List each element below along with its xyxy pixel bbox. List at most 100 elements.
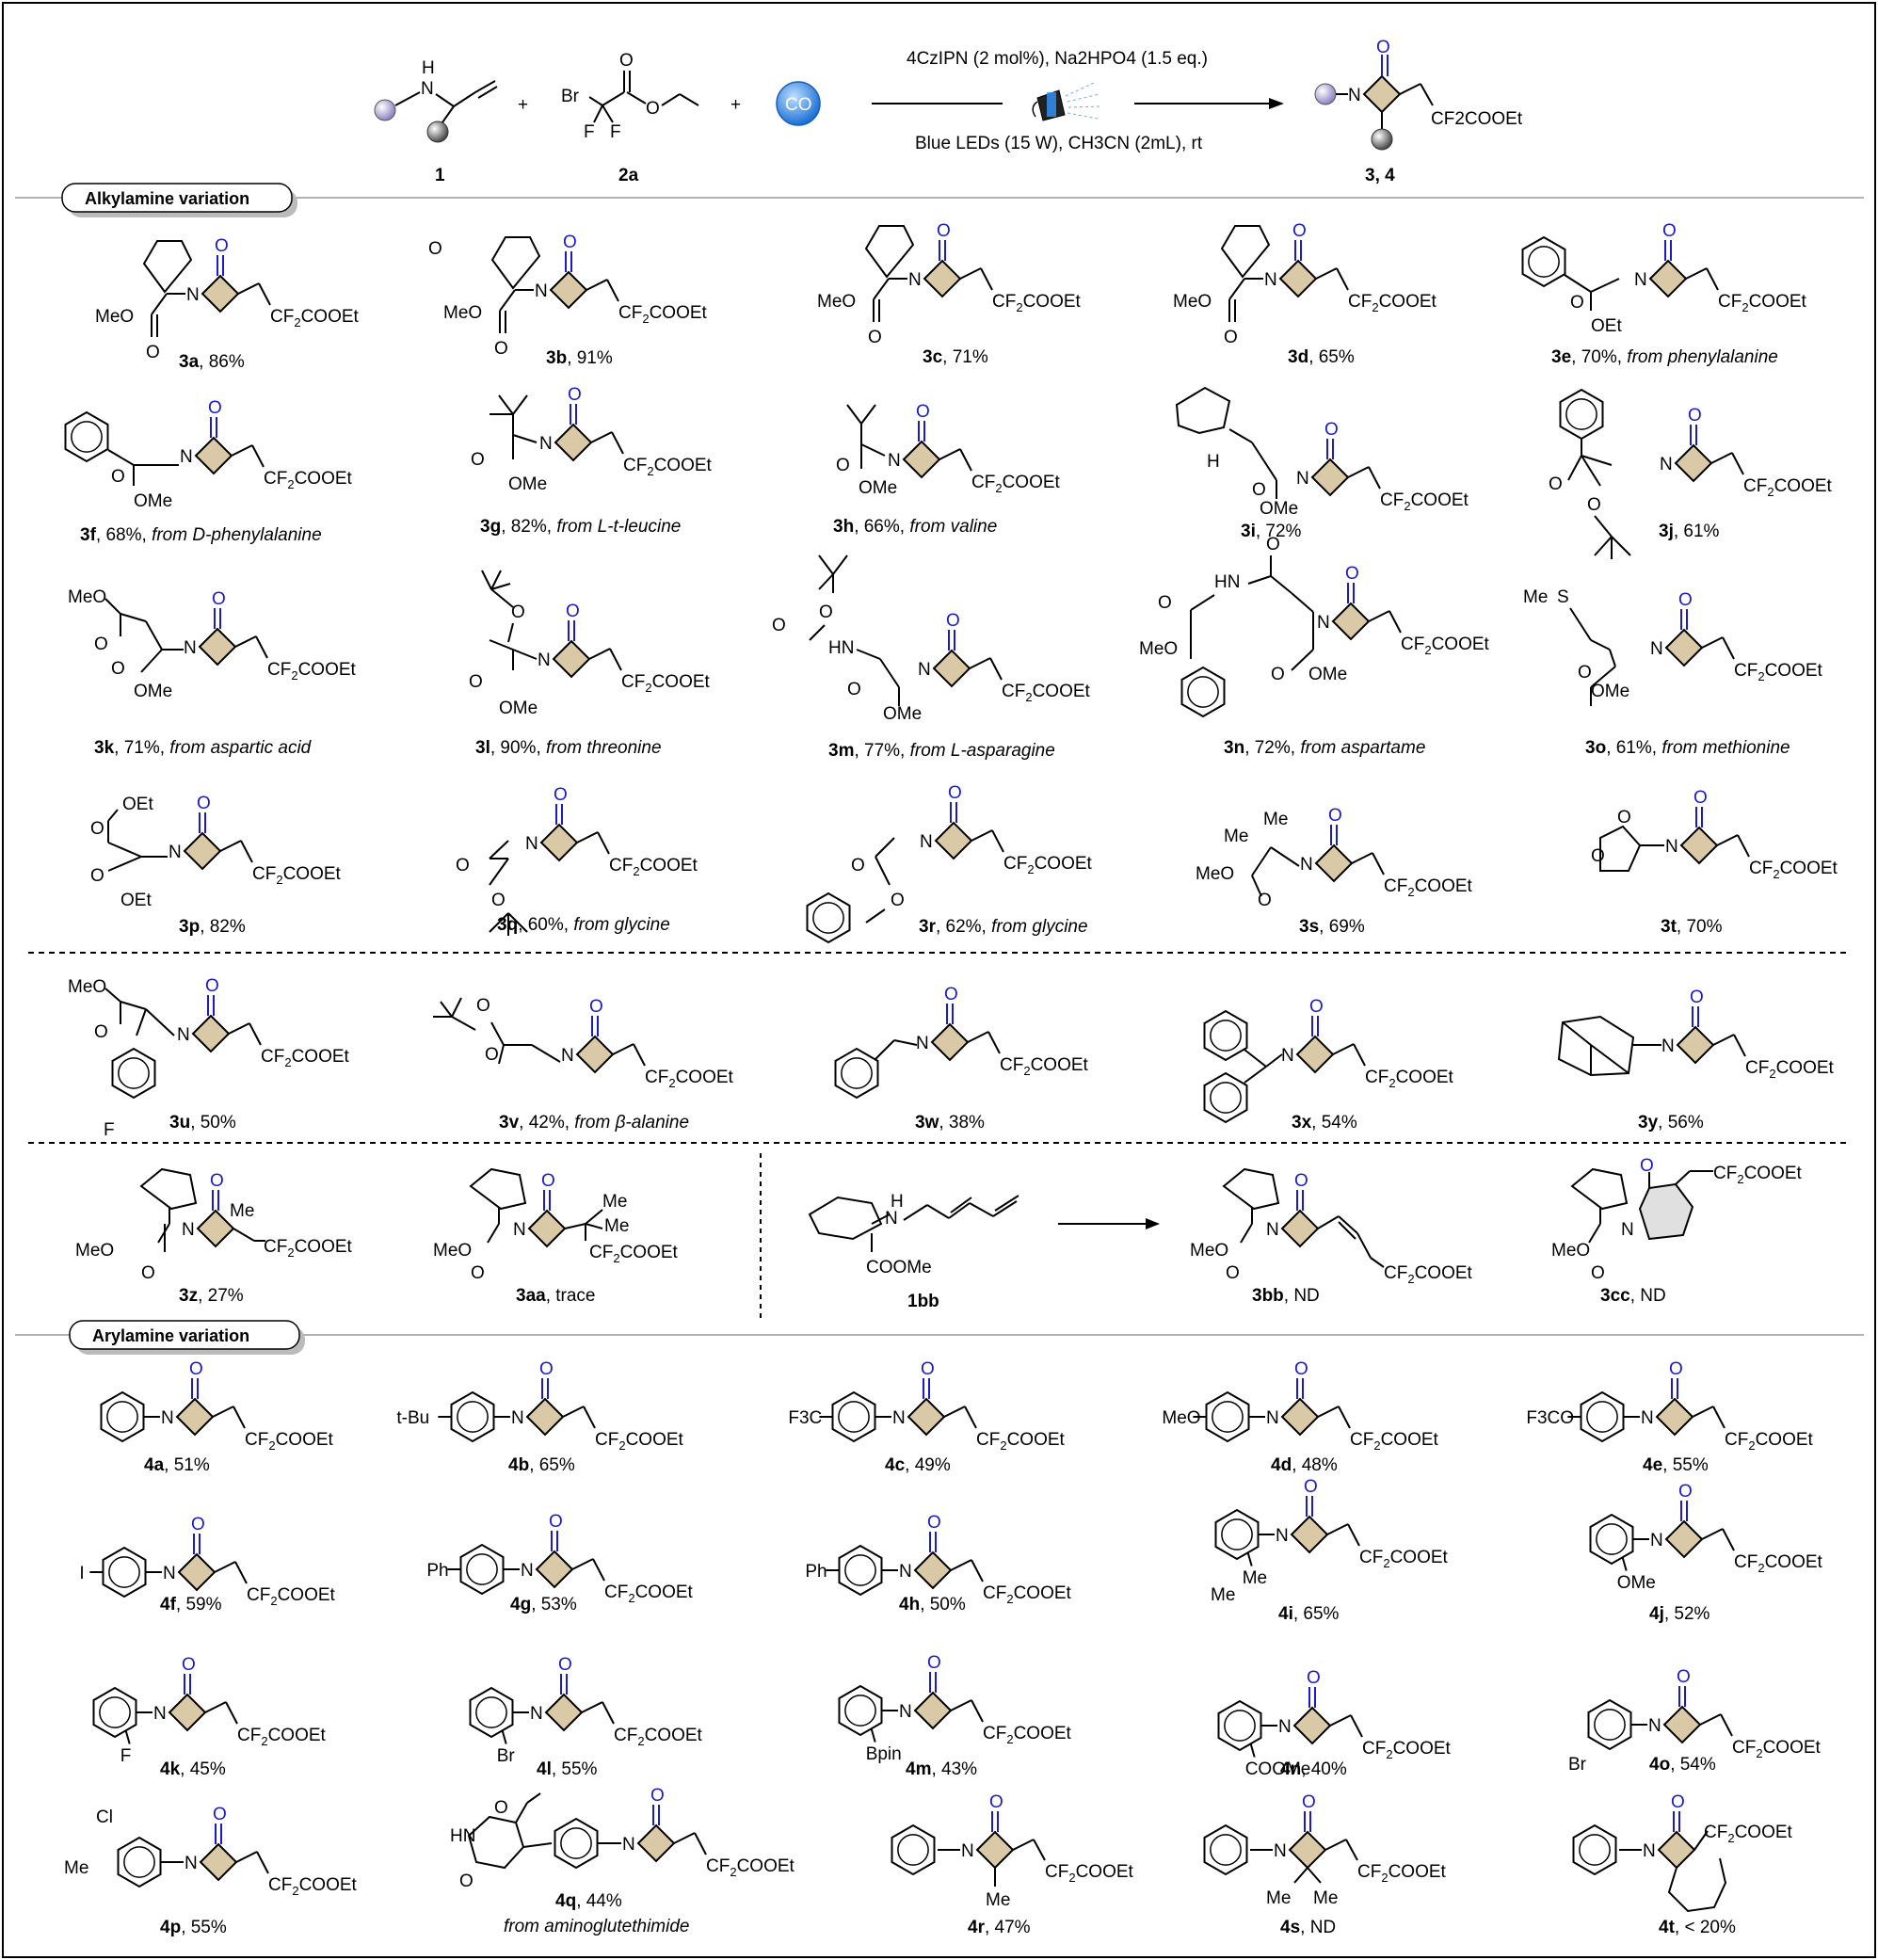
- substituent-label: H: [1207, 452, 1220, 472]
- benzene-ring: [64, 410, 109, 463]
- compound-note: from D-phenylalanine: [152, 525, 322, 545]
- compound-id: 4m: [906, 1759, 931, 1779]
- side-chain: CF2COOEt: [1384, 876, 1473, 899]
- compound-yield: , 52%: [1664, 1604, 1710, 1624]
- compound-id: 4t: [1659, 1918, 1676, 1937]
- benzene-ring: [891, 1823, 936, 1876]
- lactam-N: N: [539, 434, 553, 454]
- compound-id: 3e: [1551, 347, 1571, 367]
- cycloalkyl-ring: [1570, 1167, 1629, 1211]
- compound-id: 3x: [1292, 1113, 1312, 1133]
- lactam-N: N: [530, 1704, 543, 1724]
- compound-id: 3b: [546, 348, 567, 368]
- compound-caption: 3h, 66%, from valine: [833, 517, 997, 537]
- lactam-N: N: [1274, 1841, 1287, 1861]
- lactam-ring: [923, 259, 962, 298]
- side-chain: CF2COOEt: [589, 1243, 679, 1265]
- lactam-ring: [902, 440, 941, 479]
- lactam-ring: [1288, 1830, 1327, 1870]
- substituent-label: Ph: [805, 1562, 827, 1582]
- substituent-label: O: [847, 680, 861, 699]
- side-chain: CF2COOEt: [1734, 661, 1823, 683]
- amine-H: H: [422, 58, 435, 78]
- compound-caption: 1bb: [907, 1292, 939, 1311]
- compound-note: from methionine: [1661, 738, 1790, 758]
- lactam-N: N: [1264, 270, 1277, 290]
- plus-sign: +: [730, 95, 741, 115]
- lactam-N: N: [525, 834, 538, 854]
- lactam-ring: [168, 1693, 207, 1732]
- substituent-label: MeO: [1162, 1408, 1200, 1428]
- aromatic-circle: [475, 1696, 507, 1728]
- compound-label-1: 1: [435, 166, 445, 185]
- substituent-label: O: [141, 1263, 155, 1283]
- benzene-ring: [117, 1836, 162, 1888]
- substituent-label: HN: [828, 638, 854, 658]
- lactam-N: N: [153, 1704, 167, 1724]
- lactam-ring: [1676, 1025, 1715, 1065]
- cyclohexane-ring: [808, 1196, 883, 1241]
- substituent-label: O: [1578, 663, 1592, 683]
- aromatic-circle: [560, 1827, 592, 1859]
- substituent-label: OEt: [122, 795, 153, 814]
- substituent-label: O: [851, 856, 865, 876]
- compound-caption: 4n, 40%: [1280, 1759, 1347, 1779]
- substituent-label: O: [485, 1045, 499, 1065]
- compound-yield: , 55%: [1662, 1455, 1709, 1475]
- side-chain: CF2COOEt: [1734, 1552, 1823, 1575]
- substituent-label: O: [94, 635, 108, 654]
- compound-caption: 3bb, ND: [1252, 1286, 1320, 1306]
- compound-caption: 4f, 59%: [160, 1595, 222, 1615]
- compound-note: from phenylalanine: [1627, 347, 1778, 367]
- lactam-ring: [1292, 1706, 1332, 1745]
- compound-yield: , 47%: [985, 1918, 1031, 1937]
- lactam-ring: [1310, 458, 1350, 497]
- compound-id: 3m: [828, 741, 854, 761]
- aromatic-circle: [844, 1554, 876, 1586]
- lactam-N: N: [177, 1025, 190, 1045]
- compound-caption: 3t, 70%: [1661, 917, 1723, 937]
- carbonyl-O: O: [541, 1171, 555, 1191]
- compound-note: from aspartame: [1300, 738, 1425, 758]
- lactam-N: N: [1650, 639, 1663, 659]
- carbonyl-O: O: [208, 398, 222, 418]
- side-chain: CF2COOEt: [1745, 1058, 1835, 1081]
- lactam-ring: [934, 821, 973, 860]
- benzene-ring: [469, 1686, 514, 1739]
- lactam-ring: [1655, 1397, 1694, 1437]
- compound-id: 4l: [537, 1759, 552, 1779]
- lactam-ring: [544, 1693, 584, 1732]
- substituent-label: OMe: [134, 491, 172, 511]
- substituent-label: Br: [1568, 1755, 1587, 1775]
- compound-yield: , 38%: [939, 1113, 985, 1133]
- adamantane-cage: [1557, 1015, 1635, 1077]
- lactam-N: N: [1300, 855, 1313, 875]
- carbonyl-O: O: [215, 236, 229, 256]
- side-chain: CF2COOEt: [1359, 1548, 1449, 1570]
- substituent-label: O: [1226, 1263, 1240, 1283]
- compound-yield: , 71%: [942, 347, 988, 367]
- lactam-ring: [907, 1397, 946, 1437]
- lactam-N: N: [163, 1564, 176, 1583]
- side-chain: CF2COOEt: [1401, 635, 1490, 657]
- compound-yield: , 86%: [199, 352, 245, 372]
- lactam-N: N: [892, 1408, 906, 1428]
- side-chain: CF2COOEt: [621, 672, 711, 695]
- compound-caption: 3z, 27%: [179, 1286, 244, 1306]
- carbonyl-O: O: [1309, 997, 1324, 1017]
- substituent-label: Me: [1263, 810, 1288, 829]
- aromatic-circle: [838, 1401, 870, 1433]
- lactam-ring: [527, 1209, 567, 1248]
- side-chain: CF2COOEt: [268, 1875, 358, 1898]
- benzene-ring: [1589, 1513, 1634, 1566]
